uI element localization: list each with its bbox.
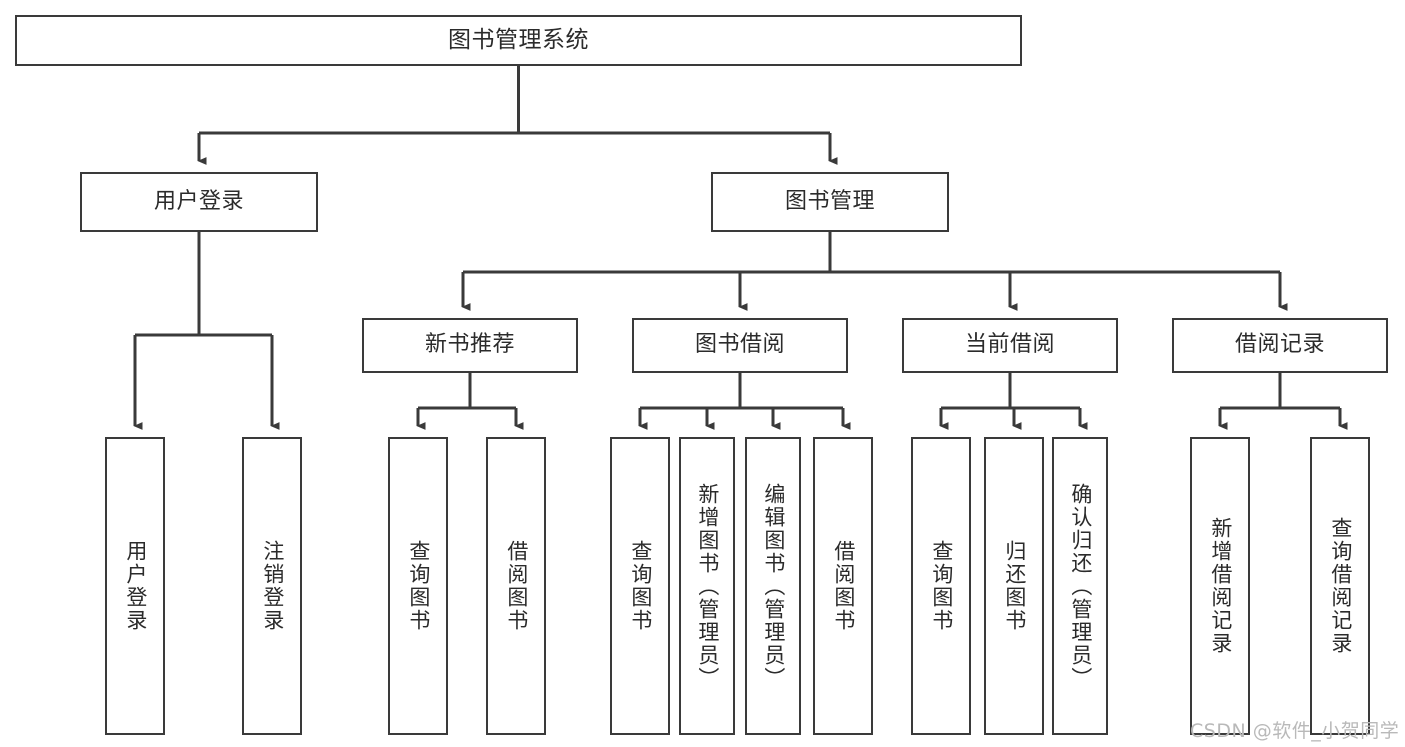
leaf-query-book-current-label: 查询图书 [929,540,954,632]
leaf-return-book-label: 归还图书 [1002,540,1027,632]
node-new-book-rec[interactable]: 新书推荐 [362,318,578,373]
leaf-borrow-book-rec[interactable]: 借阅图书 [486,437,546,735]
leaf-confirm-return[interactable]: 确认归还（管理员） [1052,437,1108,735]
leaf-borrow-book-borrow-label: 借阅图书 [831,540,856,632]
node-book-borrow[interactable]: 图书借阅 [632,318,848,373]
node-borrow-record[interactable]: 借阅记录 [1172,318,1388,373]
leaf-edit-book[interactable]: 编辑图书（管理员） [745,437,801,735]
leaf-query-book-borrow-label: 查询图书 [628,540,653,632]
leaf-query-book-current[interactable]: 查询图书 [911,437,971,735]
node-root[interactable]: 图书管理系统 [15,15,1022,66]
leaf-add-record-label: 新增借阅记录 [1208,517,1233,655]
node-book-borrow-label: 图书借阅 [694,332,785,358]
leaf-user-login-label: 用户登录 [123,540,148,632]
leaf-add-book[interactable]: 新增图书（管理员） [679,437,735,735]
leaf-logout[interactable]: 注销登录 [242,437,302,735]
node-book-manage-label: 图书管理 [784,188,875,214]
node-user-login[interactable]: 用户登录 [80,172,318,232]
leaf-query-record[interactable]: 查询借阅记录 [1310,437,1370,735]
node-current-borrow[interactable]: 当前借阅 [902,318,1118,373]
leaf-query-book-rec-label: 查询图书 [406,540,431,632]
node-book-manage[interactable]: 图书管理 [711,172,949,232]
node-borrow-record-label: 借阅记录 [1234,332,1325,358]
node-current-borrow-label: 当前借阅 [964,332,1055,358]
leaf-logout-label: 注销登录 [260,540,285,632]
leaf-add-book-label: 新增图书（管理员） [695,482,720,690]
leaf-borrow-book-rec-label: 借阅图书 [504,540,529,632]
leaf-query-book-borrow[interactable]: 查询图书 [610,437,670,735]
node-user-login-label: 用户登录 [153,188,244,214]
leaf-return-book[interactable]: 归还图书 [984,437,1044,735]
node-new-book-rec-label: 新书推荐 [424,332,515,358]
csdn-watermark: CSDN @软件_小贺同学 [1190,720,1400,742]
leaf-confirm-return-label: 确认归还（管理员） [1068,482,1093,690]
leaf-query-record-label: 查询借阅记录 [1328,517,1353,655]
leaf-edit-book-label: 编辑图书（管理员） [761,482,786,690]
node-root-label: 图书管理系统 [448,26,589,53]
leaf-add-record[interactable]: 新增借阅记录 [1190,437,1250,735]
leaf-query-book-rec[interactable]: 查询图书 [388,437,448,735]
leaf-user-login[interactable]: 用户登录 [105,437,165,735]
leaf-borrow-book-borrow[interactable]: 借阅图书 [813,437,873,735]
